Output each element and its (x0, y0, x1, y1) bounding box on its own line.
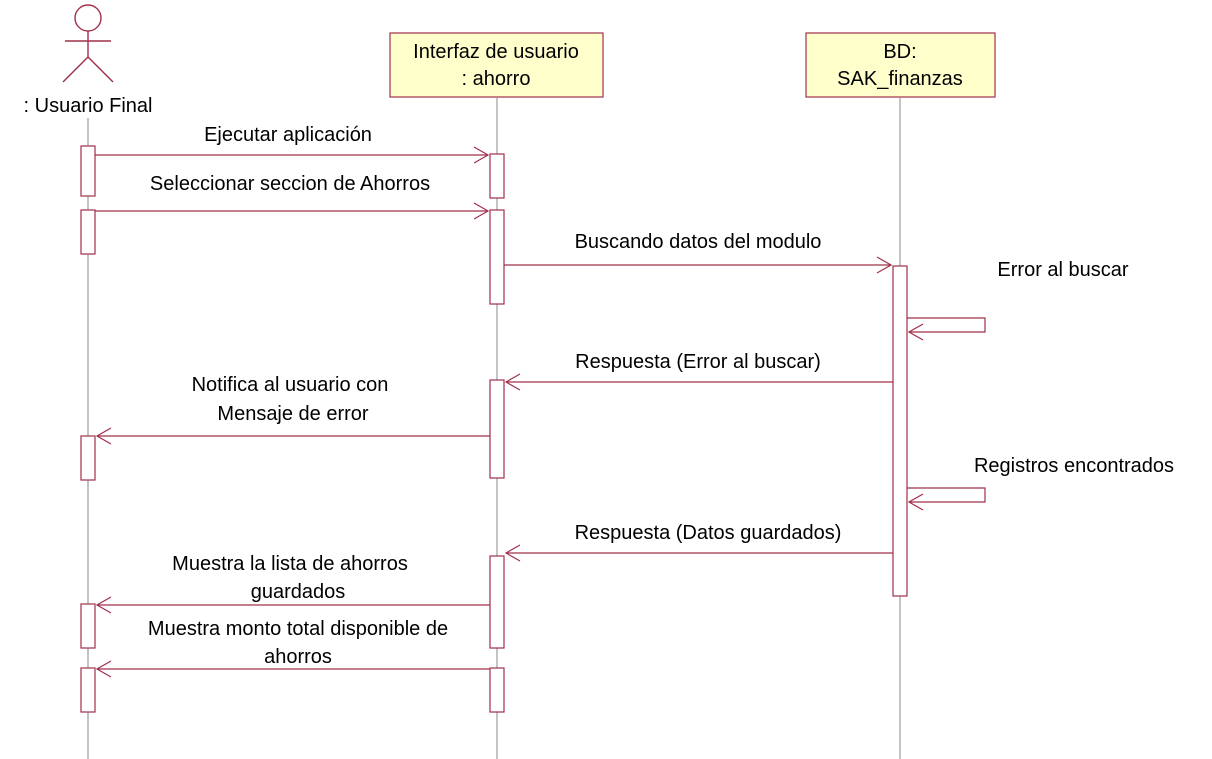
object-bd-sak-finanzas: BD: SAK_finanzas (805, 32, 996, 98)
message-muestra-lista: Muestra la lista de ahorros guardados (95, 553, 490, 614)
object-interfaz-line1: Interfaz de usuario (413, 41, 579, 63)
message-respuesta-error: Respuesta (Error al buscar) (504, 351, 893, 391)
message-label: Error al buscar (997, 259, 1128, 281)
message-label: Respuesta (Datos guardados) (575, 522, 842, 544)
actor-usuario-final-icon (62, 4, 114, 83)
object-bd-line2: SAK_finanzas (837, 68, 963, 90)
message-label: Registros encontrados (974, 455, 1174, 477)
activation-bar (489, 209, 505, 305)
activation-bar (80, 209, 96, 255)
activation-bar (489, 667, 505, 713)
message-label-line2: guardados (251, 581, 346, 603)
message-label-line2: ahorros (264, 646, 332, 668)
activation-bar (489, 153, 505, 199)
message-label-line1: Muestra la lista de ahorros (172, 553, 408, 575)
message-muestra-monto: Muestra monto total disponible de ahorro… (95, 618, 490, 678)
message-notifica-usuario: Notifica al usuario con Mensaje de error (95, 374, 490, 445)
message-seleccionar-seccion: Seleccionar seccion de Ahorros (95, 173, 490, 220)
message-buscando-datos: Buscando datos del modulo (504, 231, 893, 274)
object-interfaz-line2: : ahorro (462, 68, 531, 90)
message-label: Seleccionar seccion de Ahorros (150, 173, 430, 195)
activation-bar (80, 603, 96, 649)
message-label: Respuesta (Error al buscar) (575, 351, 821, 373)
self-message-error-al-buscar: Error al buscar (907, 259, 1129, 341)
message-label-line1: Muestra monto total disponible de (148, 618, 448, 640)
message-respuesta-datos: Respuesta (Datos guardados) (504, 522, 893, 562)
object-bd-line1: BD: (883, 41, 916, 63)
activation-bar (892, 265, 908, 597)
message-label-line2: Mensaje de error (217, 403, 369, 425)
message-label: Buscando datos del modulo (575, 231, 822, 253)
message-label: Ejecutar aplicación (204, 124, 372, 146)
actor-label: : Usuario Final (24, 95, 153, 117)
activation-bar (80, 667, 96, 713)
object-interfaz-ahorro: Interfaz de usuario : ahorro (389, 32, 604, 98)
activation-bar (489, 555, 505, 649)
activation-bar (80, 145, 96, 197)
activation-bar (80, 435, 96, 481)
activation-bar (489, 379, 505, 479)
self-message-registros-encontrados: Registros encontrados (907, 455, 1174, 511)
message-ejecutar-aplicacion: Ejecutar aplicación (95, 124, 490, 164)
message-label-line1: Notifica al usuario con (192, 374, 389, 396)
